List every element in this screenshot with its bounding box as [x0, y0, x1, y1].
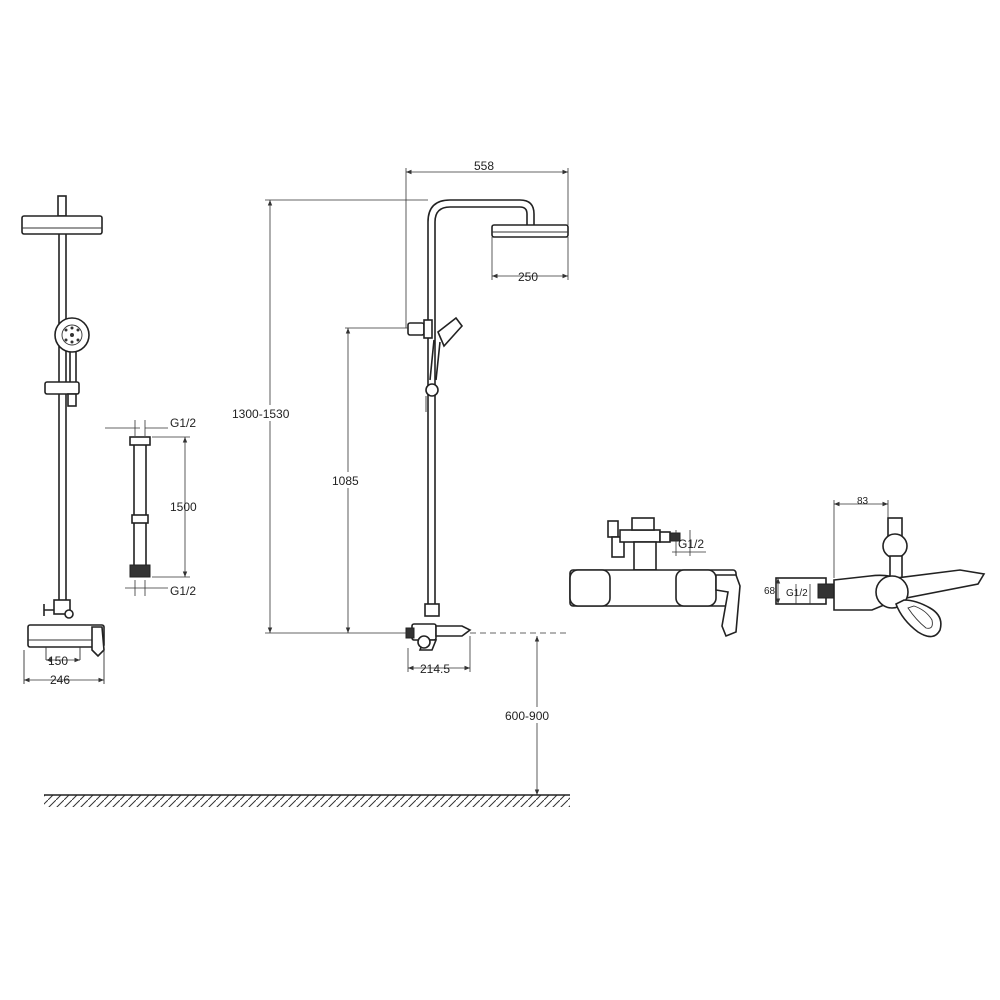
dim-mount-height: 600-900 [505, 709, 549, 723]
floor-line [44, 794, 570, 807]
mixer-side-detail: 83 68 G1/2 [764, 496, 986, 638]
front-view-shower-column: 150 246 [21, 195, 105, 687]
dim-holder-height: 1085 [332, 474, 359, 488]
dim-total-height: 1300-1530 [232, 407, 290, 421]
dim-side-depth: 83 [857, 496, 869, 507]
dim-hose-thread-bottom: G1/2 [170, 584, 196, 598]
dim-side-thread: G1/2 [786, 588, 808, 599]
dim-mixer-outer-width: 246 [50, 673, 70, 687]
dim-head-reach: 558 [474, 159, 494, 173]
dim-spout-reach: 214.5 [420, 662, 450, 676]
shower-hose: G1/2 G1/2 1500 [105, 416, 197, 598]
hand-shower-front [54, 317, 90, 382]
side-view-shower-column [405, 199, 569, 651]
dim-side-height: 68 [764, 586, 776, 597]
dim-hose-length: 1500 [170, 500, 197, 514]
dim-diverter-thread: G1/2 [678, 537, 704, 551]
dim-mixer-inner-width: 150 [48, 654, 68, 668]
dim-head-width: 250 [518, 270, 538, 284]
mixer-front-detail: G1/2 [569, 517, 741, 638]
dim-hose-thread-top: G1/2 [170, 416, 196, 430]
